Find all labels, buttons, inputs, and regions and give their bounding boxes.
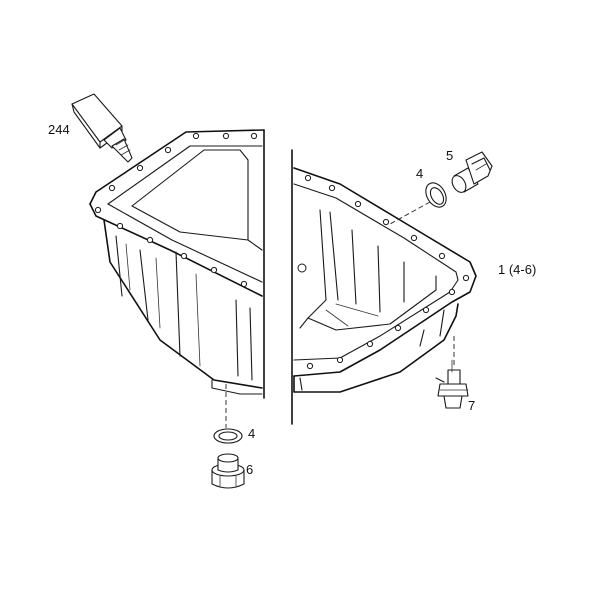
- oil-pan-right-half: [293, 167, 477, 393]
- callout-washer-lower: 4: [248, 426, 255, 441]
- washer-upper: [425, 182, 447, 208]
- callout-plug-upper: 5: [446, 148, 453, 163]
- drain-plug-upper: [451, 151, 493, 193]
- callout-plug-lower: 6: [246, 462, 253, 477]
- callout-oil-pan: 1 (4-6): [498, 262, 536, 277]
- callout-washer-upper: 4: [416, 166, 423, 181]
- oil-level-sensor: [435, 359, 469, 409]
- leader-upper: [389, 201, 431, 225]
- sealant-tube: [71, 93, 133, 163]
- washer-lower: [213, 428, 243, 444]
- drain-plug-lower: [211, 453, 245, 489]
- oil-pan-left-half: [89, 129, 265, 395]
- callout-sealant: 244: [48, 122, 70, 137]
- callout-sensor: 7: [468, 398, 475, 413]
